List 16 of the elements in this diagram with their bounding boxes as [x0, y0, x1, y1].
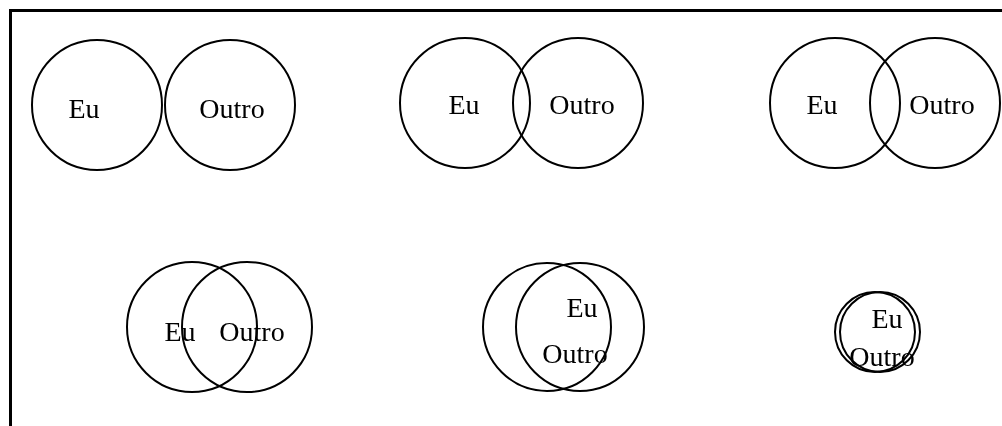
circle-label: Outro: [549, 90, 615, 120]
circle: [31, 39, 163, 171]
circle: [769, 37, 901, 169]
circle: [512, 37, 644, 169]
circle-label: Eu: [68, 94, 100, 124]
circle-label: Eu: [448, 90, 480, 120]
circle-label: Eu: [871, 304, 903, 334]
circle: [164, 39, 296, 171]
circle-label: Outro: [909, 90, 975, 120]
circle: [869, 37, 1001, 169]
circle: [399, 37, 531, 169]
circle-label: Eu: [806, 90, 838, 120]
circle: [482, 262, 612, 392]
circle-label: Outro: [199, 94, 265, 124]
circle: [515, 262, 645, 392]
circle-label: Eu: [566, 293, 598, 323]
